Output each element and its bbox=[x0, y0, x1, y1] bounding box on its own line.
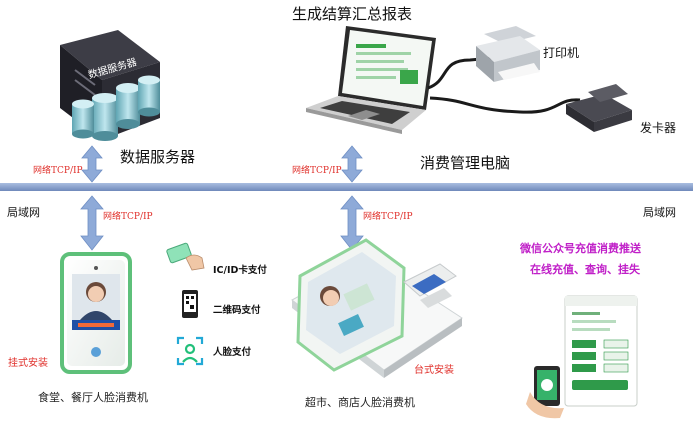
lan-label-right: 局域网 bbox=[643, 206, 676, 219]
top-title: 生成结算汇总报表 bbox=[292, 5, 413, 23]
wechat-phone-illustration bbox=[526, 295, 638, 419]
card-tap-icon bbox=[166, 242, 205, 271]
card-issuer-label: 发卡器 bbox=[640, 121, 677, 135]
pc-label: 消费管理电脑 bbox=[420, 154, 511, 172]
printer-illustration bbox=[476, 26, 540, 82]
cable-printer bbox=[427, 56, 493, 90]
desk-face-terminal-illustration bbox=[291, 238, 463, 378]
arrow-pc-lan bbox=[341, 145, 363, 183]
net-label-center-terminal: 网络TCP/IP bbox=[363, 212, 413, 222]
wechat-line-1: 微信公众号充值消费推送 bbox=[520, 242, 641, 255]
lan-bar bbox=[0, 183, 693, 191]
net-label-left-terminal: 网络TCP/IP bbox=[103, 212, 153, 222]
net-label-pc: 网络TCP/IP bbox=[292, 166, 342, 176]
wechat-line-2: 在线充值、查询、挂失 bbox=[530, 263, 640, 276]
printer-label: 打印机 bbox=[543, 46, 580, 60]
data-server-illustration bbox=[60, 30, 160, 141]
card-issuer-illustration bbox=[566, 84, 632, 132]
desk-mount-label: 台式安装 bbox=[414, 365, 454, 376]
laptop-illustration bbox=[306, 26, 436, 134]
server-label: 数据服务器 bbox=[120, 148, 196, 166]
arrow-lan-left-terminal bbox=[80, 195, 104, 251]
arrow-server-lan bbox=[81, 145, 103, 183]
cable-card-issuer bbox=[429, 96, 581, 114]
payment-label-face: 人脸支付 bbox=[213, 347, 252, 358]
payment-label-card: IC/ID卡支付 bbox=[213, 265, 267, 276]
wall-mount-label: 挂式安装 bbox=[8, 358, 48, 369]
net-label-server: 网络TCP/IP bbox=[33, 166, 83, 176]
face-scan-icon bbox=[176, 336, 204, 366]
lan-label-left: 局域网 bbox=[7, 206, 40, 219]
left-terminal-caption: 食堂、餐厅人脸消费机 bbox=[38, 391, 148, 404]
qr-phone-icon bbox=[182, 290, 198, 318]
wall-face-terminal-illustration bbox=[60, 252, 132, 374]
center-terminal-caption: 超市、商店人脸消费机 bbox=[305, 396, 415, 409]
payment-label-qr: 二维码支付 bbox=[213, 305, 261, 316]
